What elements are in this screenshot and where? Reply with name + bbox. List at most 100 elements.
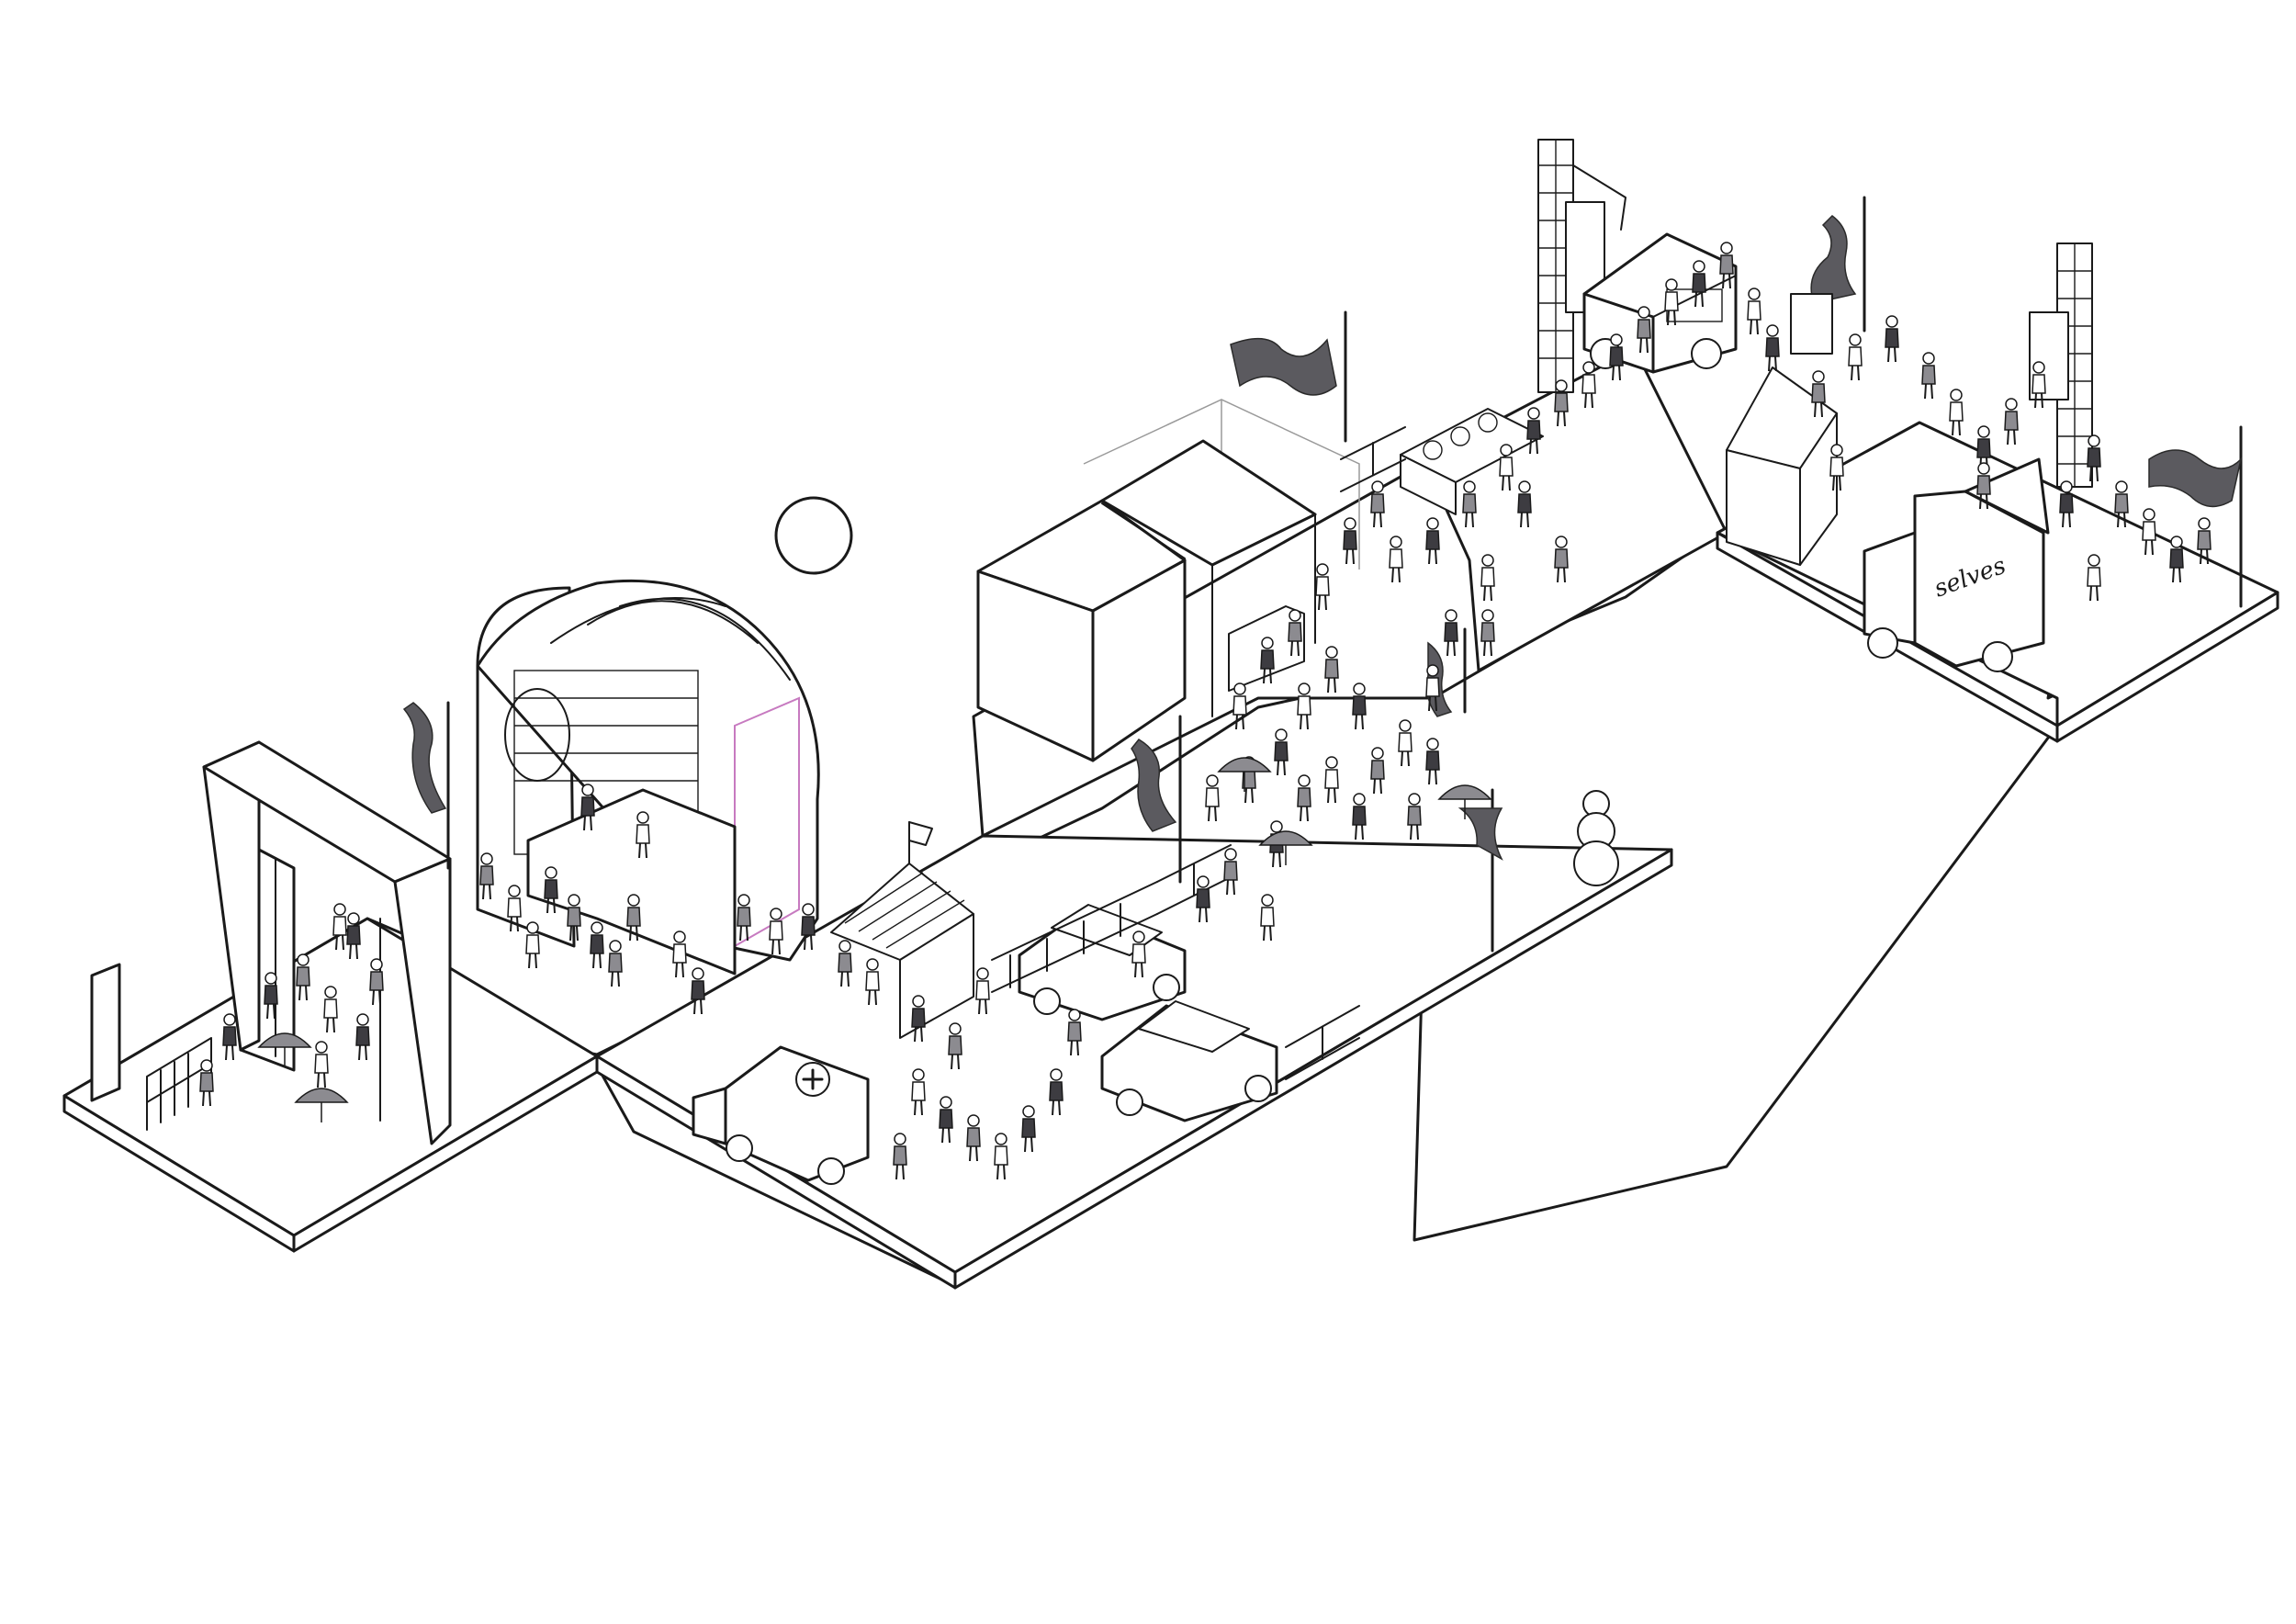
person-icon xyxy=(608,940,623,987)
person-icon xyxy=(355,1013,370,1061)
person-icon xyxy=(1517,480,1532,528)
flag-icon xyxy=(1230,337,1337,396)
person-icon xyxy=(1425,517,1440,565)
person-icon xyxy=(2087,434,2101,482)
umbrella-icon xyxy=(1217,757,1272,792)
person-icon xyxy=(1765,324,1780,372)
person-icon xyxy=(893,1133,907,1180)
person-icon xyxy=(1315,563,1330,611)
car-icon xyxy=(1018,904,1187,1021)
person-icon xyxy=(1223,848,1238,896)
person-icon xyxy=(1462,480,1477,528)
umbrella-icon xyxy=(1258,830,1313,865)
person-icon xyxy=(966,1114,981,1162)
person-icon xyxy=(801,903,816,951)
sun-icon xyxy=(774,496,853,575)
person-icon xyxy=(1067,1009,1082,1056)
person-icon xyxy=(1637,306,1651,354)
person-icon xyxy=(1288,609,1302,657)
person-icon xyxy=(2004,398,2019,445)
person-icon xyxy=(222,1013,237,1061)
ambulance xyxy=(692,1045,870,1185)
person-icon xyxy=(1811,370,1826,418)
person-icon xyxy=(1609,333,1624,381)
tent-group xyxy=(830,399,1360,1039)
person-icon xyxy=(626,894,641,942)
ac-units xyxy=(1400,408,1544,515)
flag-icon xyxy=(1810,215,1857,304)
person-icon xyxy=(838,940,852,987)
person-icon xyxy=(1581,361,1596,409)
flag-pole-5 xyxy=(1131,715,1182,884)
person-icon xyxy=(1976,425,1991,473)
person-icon xyxy=(2087,554,2101,602)
person-icon xyxy=(1324,756,1339,804)
person-icon xyxy=(691,967,705,1015)
person-icon xyxy=(1848,333,1863,381)
person-icon xyxy=(1352,682,1367,730)
person-icon xyxy=(1747,288,1761,335)
speaker-tower-right xyxy=(2029,242,2093,488)
person-icon xyxy=(737,894,751,942)
food-truck-top xyxy=(1582,232,1738,374)
barriers xyxy=(991,426,1406,1080)
person-icon xyxy=(1389,536,1403,583)
person-icon xyxy=(939,1096,953,1144)
person-icon xyxy=(1425,738,1440,785)
flag-icon xyxy=(402,702,447,814)
speaker-tower-center xyxy=(1537,139,1626,393)
person-icon xyxy=(2142,508,2156,556)
person-icon xyxy=(1554,379,1569,427)
person-icon xyxy=(1407,793,1422,840)
person-icon xyxy=(1196,875,1210,923)
person-icon xyxy=(975,967,990,1015)
person-icon xyxy=(636,811,650,859)
car-icon xyxy=(1100,1000,1278,1122)
person-icon xyxy=(567,894,581,942)
person-icon xyxy=(346,912,361,960)
person-icon xyxy=(1949,389,1964,436)
flag-pole-6 xyxy=(1458,788,1503,953)
person-icon xyxy=(769,908,783,955)
person-icon xyxy=(948,1022,962,1070)
flag-pole-1 xyxy=(402,701,450,870)
person-icon xyxy=(672,930,687,978)
crowd xyxy=(199,242,2212,1180)
person-icon xyxy=(994,1133,1008,1180)
umbrella-icon xyxy=(294,1088,349,1122)
main-stage xyxy=(476,579,820,976)
person-icon xyxy=(1664,278,1679,326)
person-icon xyxy=(1692,260,1706,308)
person-icon xyxy=(1398,719,1412,767)
person-icon xyxy=(314,1041,329,1088)
person-icon xyxy=(369,958,384,1006)
umbrella-icon xyxy=(257,1032,312,1067)
person-icon xyxy=(911,995,926,1043)
person-icon xyxy=(1049,1068,1064,1116)
person-icon xyxy=(525,921,540,969)
booth-right xyxy=(1726,293,1838,566)
person-icon xyxy=(1499,444,1514,491)
person-icon xyxy=(296,953,310,1001)
entrance-gate xyxy=(90,740,452,1145)
person-icon xyxy=(1324,646,1339,694)
person-icon xyxy=(2197,517,2212,565)
truck-icon: selves xyxy=(1863,457,2050,672)
person-icon xyxy=(1370,480,1385,528)
flag-pole-4 xyxy=(2148,425,2243,608)
person-icon xyxy=(1260,894,1275,942)
flag-icon xyxy=(2148,449,2243,508)
person-icon xyxy=(1921,352,1936,400)
person-icon xyxy=(1343,517,1357,565)
person-icon xyxy=(1352,793,1367,840)
flag-pole-2 xyxy=(1230,310,1347,443)
person-icon xyxy=(479,852,494,900)
person-icon xyxy=(1885,315,1899,363)
person-icon xyxy=(1205,774,1220,822)
person-icon xyxy=(1480,554,1495,602)
flag-icon xyxy=(1458,807,1503,861)
person-icon xyxy=(544,866,558,914)
person-icon xyxy=(2032,361,2046,409)
person-icon xyxy=(865,958,880,1006)
